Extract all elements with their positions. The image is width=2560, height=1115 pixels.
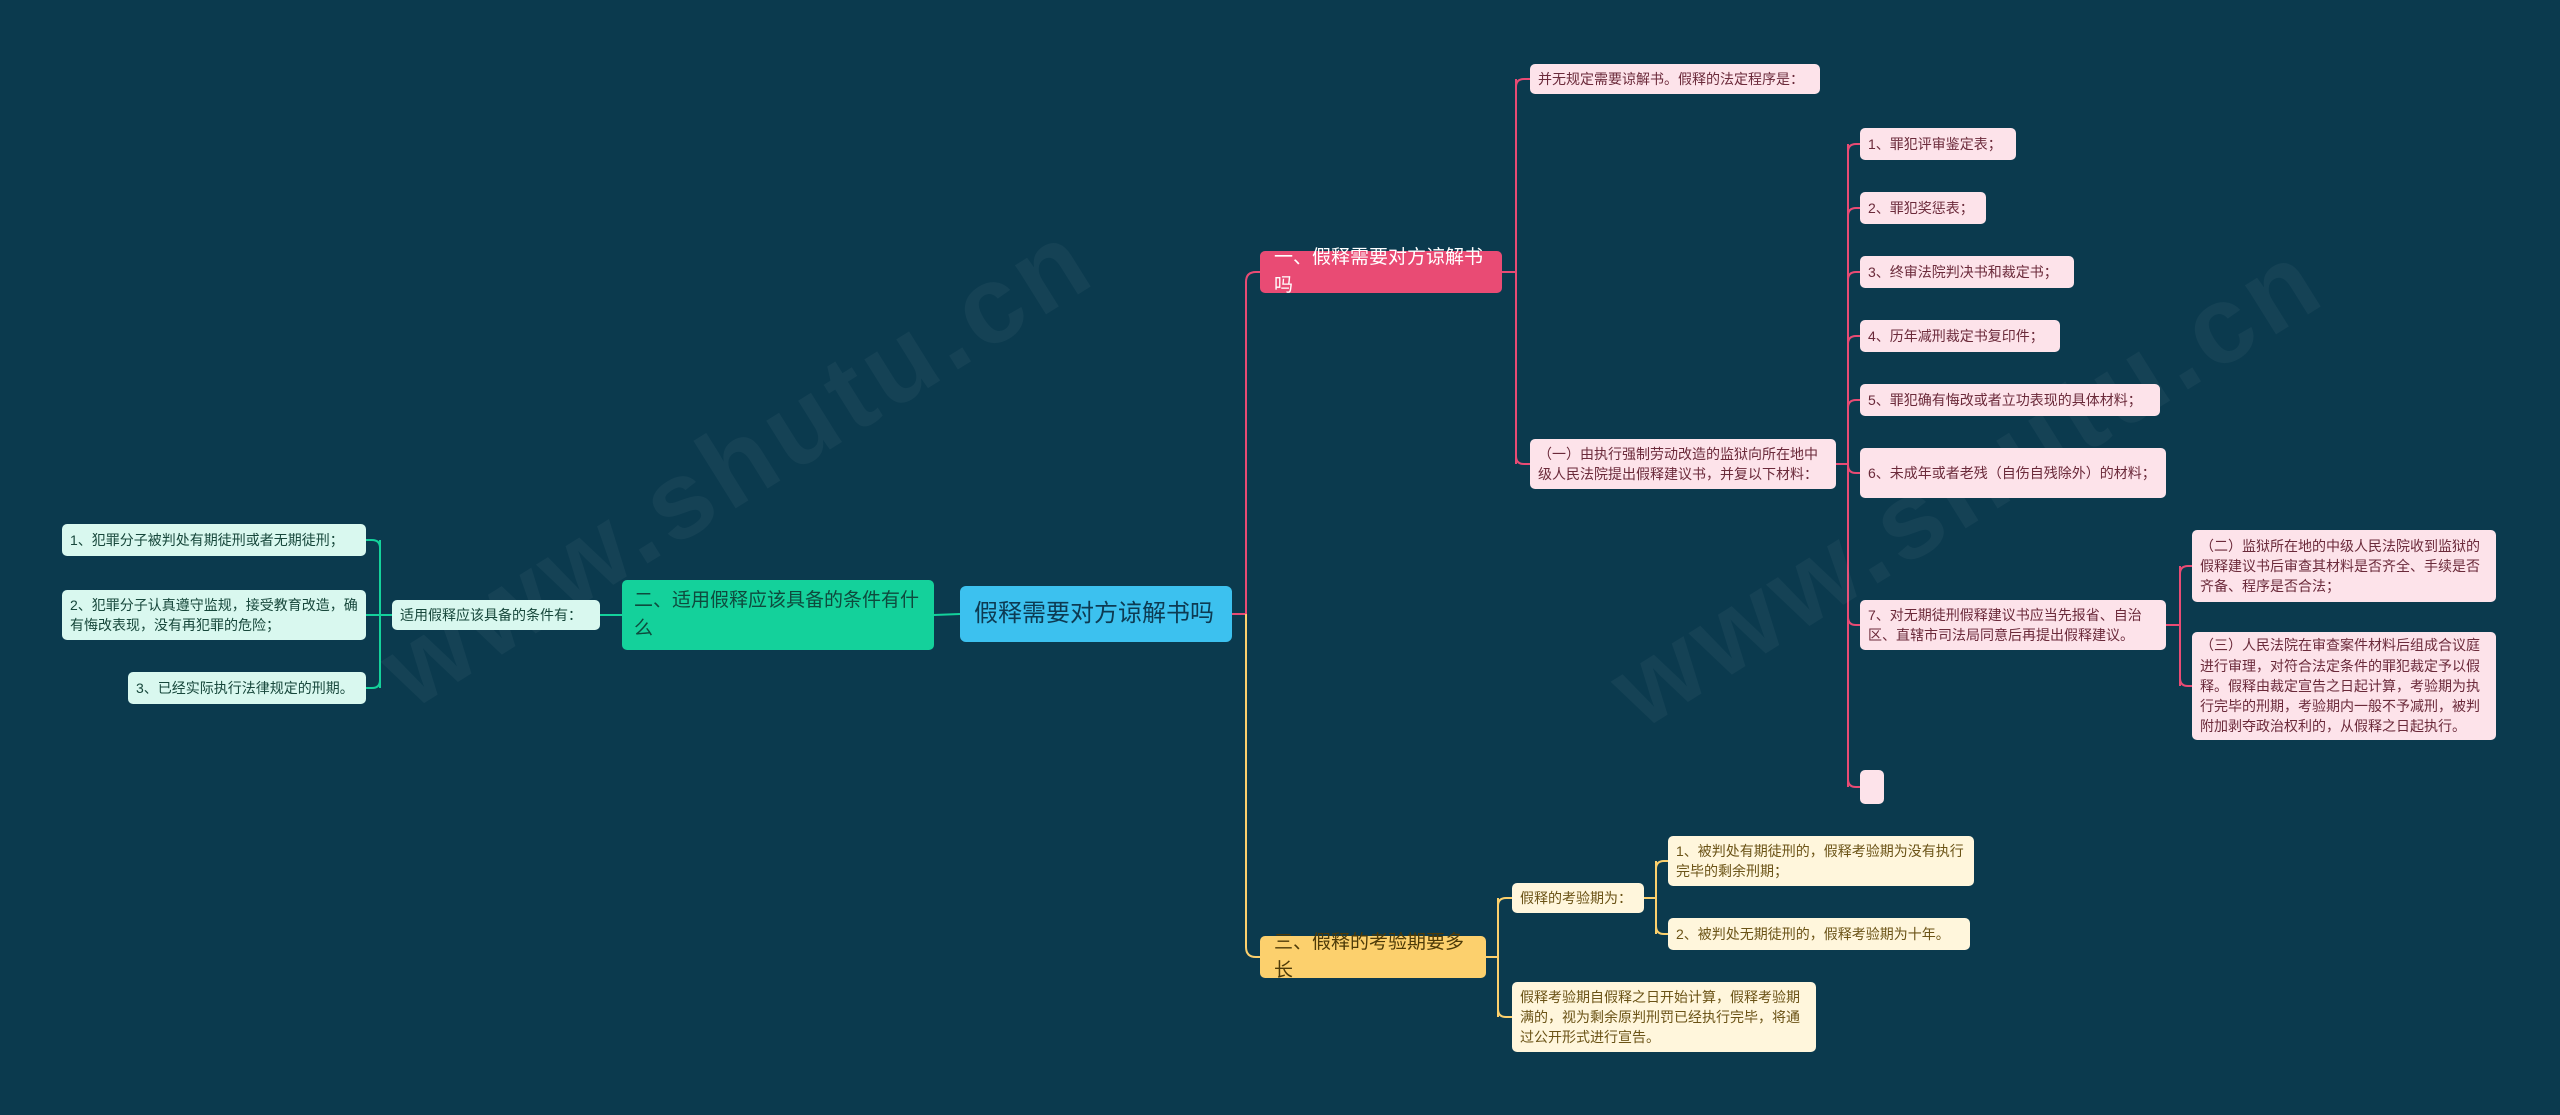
material-item[interactable]: 5、罪犯确有悔改或者立功表现的具体材料； — [1860, 384, 2160, 416]
materials-link — [1847, 399, 1860, 409]
steps-link — [2179, 677, 2192, 687]
conditions-link — [366, 539, 381, 549]
material-item[interactable]: 2、罪犯奖惩表； — [1860, 192, 1986, 224]
branch-topic-2-label: 二、适用假释应该具备的条件有什么 — [634, 590, 920, 639]
material-item[interactable]: 4、历年减刑裁定书复印件； — [1860, 320, 2060, 352]
condition-item-text: 3、已经实际执行法律规定的刑期。 — [136, 679, 354, 696]
branch3-sub-text: 假释的考验期为： — [1520, 889, 1632, 906]
branch-topic-1[interactable]: 一、假释需要对方谅解书吗 — [1260, 247, 1502, 296]
branch1-link — [1515, 78, 1530, 88]
period-item-text: 2、被判处无期徒刑的，假释考验期为十年。 — [1676, 925, 1950, 942]
condition-item-text: 1、犯罪分子被判处有期徒刑或者无期徒刑； — [70, 531, 344, 548]
branch1-step1-node[interactable]: （一）由执行强制劳动改造的监狱向所在地中级人民法院提出假释建议书，并复以下材料： — [1530, 439, 1836, 489]
material-item[interactable]: 6、未成年或者老残（自伤自残除外）的材料； — [1860, 448, 2166, 498]
branch1-step2-node[interactable]: （二）监狱所在地的中级人民法院收到监狱的假释建议书后审查其材料是否齐全、手续是否… — [2192, 530, 2496, 602]
root-topic[interactable]: 假释需要对方谅解书吗 — [960, 586, 1232, 642]
material-item-text: 2、罪犯奖惩表； — [1868, 199, 1974, 216]
material-item-text: 3、终审法院判决书和裁定书； — [1868, 263, 2058, 280]
period-item-text: 1、被判处有期徒刑的，假释考验期为没有执行完毕的剩余刑期； — [1676, 842, 1964, 879]
branch2-sub-text: 适用假释应该具备的条件有： — [400, 606, 582, 623]
material-item[interactable]: 1、罪犯评审鉴定表； — [1860, 128, 2016, 160]
material-item-text: 7、对无期徒刑假释建议书应当先报省、自治区、直辖市司法局同意后再提出假释建议。 — [1868, 606, 2142, 643]
material-item-text: 4、历年减刑裁定书复印件； — [1868, 327, 2044, 344]
periods-link — [1655, 925, 1668, 935]
material-item[interactable]: 3、终审法院判决书和裁定书； — [1860, 256, 2074, 288]
period-item[interactable]: 1、被判处有期徒刑的，假释考验期为没有执行完毕的剩余刑期； — [1668, 836, 1974, 886]
conditions-link — [366, 679, 381, 689]
steps-link — [2179, 565, 2192, 575]
materials-link — [1847, 616, 1860, 626]
material-item-text: 5、罪犯确有悔改或者立功表现的具体材料； — [1868, 391, 2142, 408]
branch1-link — [1515, 455, 1530, 465]
branch1-step3-text: （三）人民法院在审查案件材料后组成合议庭进行审理，对符合法定条件的罪犯裁定予以假… — [2200, 637, 2480, 735]
condition-item-text: 2、犯罪分子认真遵守监规，接受教育改造，确有悔改表现，没有再犯罪的危险； — [70, 596, 358, 633]
materials-link — [1847, 143, 1860, 153]
condition-item[interactable]: 1、犯罪分子被判处有期徒刑或者无期徒刑； — [62, 524, 366, 556]
branch-topic-1-label: 一、假释需要对方谅解书吗 — [1274, 247, 1484, 296]
branch2-sub-node[interactable]: 适用假释应该具备的条件有： — [392, 600, 600, 630]
branch1-intro-text: 并无规定需要谅解书。假释的法定程序是： — [1538, 70, 1804, 87]
branch3-sub-node[interactable]: 假释的考验期为： — [1512, 883, 1644, 913]
periods-link — [1655, 860, 1668, 870]
branch3-link — [1497, 897, 1512, 907]
branch1-step2-text: （二）监狱所在地的中级人民法院收到监狱的假释建议书后审查其材料是否齐全、手续是否… — [2200, 537, 2480, 595]
condition-item[interactable]: 2、犯罪分子认真遵守监规，接受教育改造，确有悔改表现，没有再犯罪的危险； — [62, 590, 366, 640]
root-link — [1245, 614, 1260, 958]
material-item[interactable]: 7、对无期徒刑假释建议书应当先报省、自治区、直辖市司法局同意后再提出假释建议。 — [1860, 600, 2166, 650]
materials-link — [1847, 271, 1860, 281]
branch-topic-3[interactable]: 三、假释的考验期要多长 — [1260, 932, 1486, 981]
material-item-text: 6、未成年或者老残（自伤自残除外）的材料； — [1868, 464, 2156, 481]
materials-link — [1847, 335, 1860, 345]
branch1-intro-node[interactable]: 并无规定需要谅解书。假释的法定程序是： — [1530, 64, 1820, 94]
materials-link — [1847, 464, 1860, 474]
material-item-empty[interactable] — [1860, 770, 1884, 804]
root-topic-label: 假释需要对方谅解书吗 — [974, 599, 1214, 627]
condition-item[interactable]: 3、已经实际执行法律规定的刑期。 — [128, 672, 366, 704]
materials-link — [1847, 778, 1860, 788]
branch1-step1-text: （一）由执行强制劳动改造的监狱向所在地中级人民法院提出假释建议书，并复以下材料： — [1538, 445, 1818, 482]
branch3-note-node[interactable]: 假释考验期自假释之日开始计算，假释考验期满的，视为剩余原判刑罚已经执行完毕，将通… — [1512, 982, 1816, 1052]
branch3-note-text: 假释考验期自假释之日开始计算，假释考验期满的，视为剩余原判刑罚已经执行完毕，将通… — [1520, 988, 1800, 1046]
branch1-step3-node[interactable]: （三）人民法院在审查案件材料后组成合议庭进行审理，对符合法定条件的罪犯裁定予以假… — [2192, 632, 2496, 740]
branch3-link — [1497, 1008, 1512, 1018]
materials-link — [1847, 207, 1860, 217]
period-item[interactable]: 2、被判处无期徒刑的，假释考验期为十年。 — [1668, 918, 1970, 950]
branch-topic-3-label: 三、假释的考验期要多长 — [1274, 932, 1465, 981]
branch-topic-2[interactable]: 二、适用假释应该具备的条件有什么 — [622, 580, 934, 650]
root-link — [933, 613, 961, 616]
material-item-text: 1、罪犯评审鉴定表； — [1868, 135, 2002, 152]
root-link — [1245, 271, 1260, 614]
